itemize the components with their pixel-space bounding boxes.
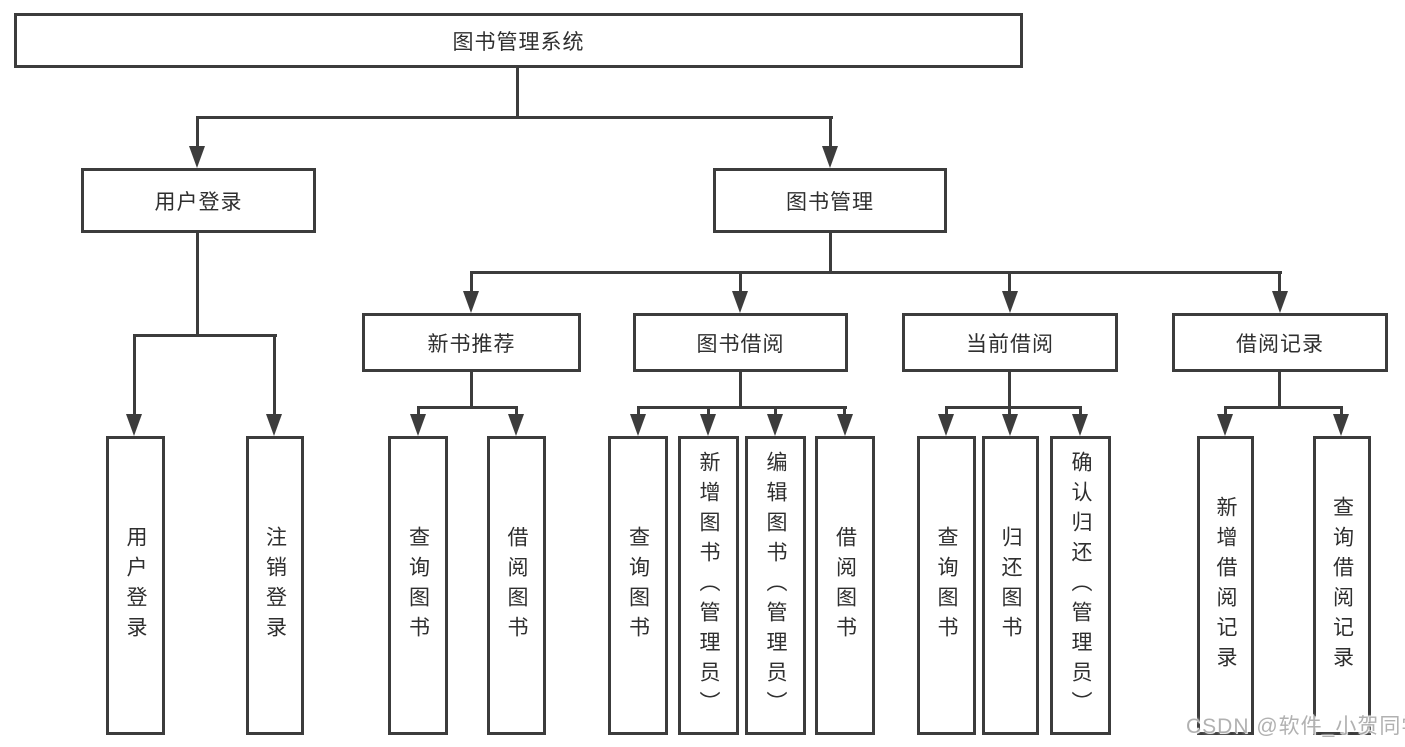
arrowhead-leaf-bbedit <box>767 414 783 436</box>
connector-leaf-logout-shaft <box>273 334 276 418</box>
leaf-borrow-edit-books-admin: 编辑图书（管理员） <box>745 436 806 735</box>
leaf-borrow-lend-books: 借阅图书 <box>815 436 875 735</box>
node-book-borrow: 图书借阅 <box>633 313 848 372</box>
connector-borrowrecords-rail <box>1224 406 1343 409</box>
leaf-newbook-borrow-books: 借阅图书 <box>487 436 546 735</box>
connector-login-rail <box>133 334 277 337</box>
arrowhead-bookborrow <box>732 291 748 313</box>
connector-root-stub <box>516 68 519 119</box>
leaf-user-login: 用户登录 <box>106 436 165 735</box>
connector-currentborrow-shaft <box>1008 271 1011 295</box>
connector-currentborrow-stub <box>1008 371 1011 409</box>
node-new-book-recommend: 新书推荐 <box>362 313 581 372</box>
leaf-current-confirm-return-admin: 确认归还（管理员） <box>1050 436 1111 735</box>
arrowhead-newbook <box>463 291 479 313</box>
connector-level2-rail <box>196 116 833 119</box>
leaf-current-return-books: 归还图书 <box>982 436 1039 735</box>
arrowhead-leaf-bradd <box>1217 414 1233 436</box>
node-user-login: 用户登录 <box>81 168 316 233</box>
arrowhead-leaf-userlogin <box>126 414 142 436</box>
connector-newbook-stub <box>470 371 473 409</box>
node-root: 图书管理系统 <box>14 13 1023 68</box>
arrowhead-leaf-bbquery <box>630 414 646 436</box>
connector-level3-rail <box>470 271 1282 274</box>
arrowhead-leaf-cbreturn <box>1002 414 1018 436</box>
node-book-management: 图书管理 <box>713 168 947 233</box>
leaf-records-query-record: 查询借阅记录 <box>1313 436 1371 735</box>
arrowhead-leaf-nbborrow <box>508 414 524 436</box>
leaf-borrow-query-books: 查询图书 <box>608 436 668 735</box>
connector-leaf-userlogin-shaft <box>133 334 136 418</box>
arrowhead-currentborrow <box>1002 291 1018 313</box>
arrowhead-leaf-brquery <box>1333 414 1349 436</box>
connector-login-stub <box>196 233 199 337</box>
connector-newbook-rail <box>417 406 518 409</box>
leaf-current-query-books: 查询图书 <box>917 436 976 735</box>
arrowhead-leaf-bbadd <box>700 414 716 436</box>
connector-leaf-brquery-shaft <box>1340 406 1343 418</box>
connector-leaf-bradd-shaft <box>1224 406 1227 418</box>
arrowhead-leaf-cbconfirm <box>1072 414 1088 436</box>
connector-borrowrecords-shaft <box>1278 271 1281 295</box>
connector-leaf-nbquery-shaft <box>417 406 420 418</box>
leaf-newbook-query-books: 查询图书 <box>388 436 448 735</box>
leaf-records-add-record: 新增借阅记录 <box>1197 436 1254 735</box>
connector-currentborrow-rail <box>945 406 1082 409</box>
arrowhead-leaf-bblend <box>837 414 853 436</box>
connector-bookborrow-shaft <box>739 271 742 295</box>
connector-leaf-bbadd-shaft <box>707 406 710 418</box>
arrowhead-borrowrecords <box>1272 291 1288 313</box>
arrowhead-leaf-logout <box>266 414 282 436</box>
connector-borrowrecords-stub <box>1278 371 1281 409</box>
connector-userlogin-shaft <box>196 116 199 150</box>
leaf-logout: 注销登录 <box>246 436 304 735</box>
connector-newbook-shaft <box>470 271 473 295</box>
arrowhead-bookmgmt <box>822 146 838 168</box>
connector-leaf-cbquery-shaft <box>945 406 948 418</box>
connector-bookmgmt-shaft <box>829 116 832 150</box>
leaf-borrow-add-books-admin: 新增图书（管理员） <box>678 436 739 735</box>
connector-leaf-bbedit-shaft <box>774 406 777 418</box>
connector-leaf-cbconfirm-shaft <box>1079 406 1082 418</box>
csdn-watermark: CSDN @软件_小贺同学 <box>1186 715 1405 738</box>
arrowhead-leaf-nbquery <box>410 414 426 436</box>
connector-leaf-nbborrow-shaft <box>515 406 518 418</box>
connector-leaf-bblend-shaft <box>843 406 846 418</box>
connector-bookmgmt-stub <box>829 232 832 274</box>
node-borrow-records: 借阅记录 <box>1172 313 1388 372</box>
connector-leaf-bbquery-shaft <box>637 406 640 418</box>
connector-bookborrow-stub <box>739 371 742 409</box>
connector-bookborrow-rail <box>637 406 847 409</box>
arrowhead-userlogin <box>189 146 205 168</box>
connector-leaf-cbreturn-shaft <box>1008 406 1011 418</box>
node-current-borrow: 当前借阅 <box>902 313 1118 372</box>
arrowhead-leaf-cbquery <box>938 414 954 436</box>
